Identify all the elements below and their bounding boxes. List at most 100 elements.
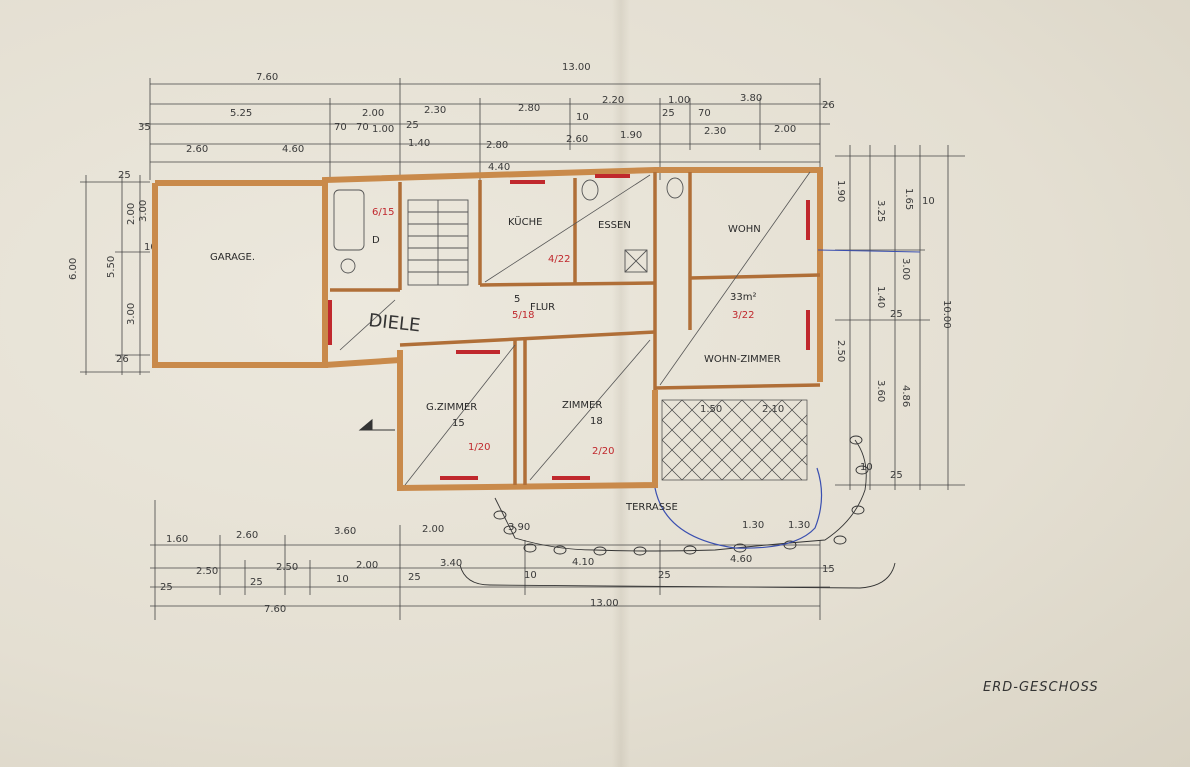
dim-right-2: 3.60 xyxy=(875,380,886,402)
dim-right-small-2: 25 xyxy=(890,309,903,320)
dim-top-r4-5: 1.90 xyxy=(620,130,642,141)
dim-bottom-small-3: 25 xyxy=(408,572,421,583)
dimension-lines-right xyxy=(835,145,965,490)
red-note-kueche: 4/22 xyxy=(548,254,570,265)
room-terrasse-label: TERRASSE xyxy=(625,502,678,513)
dim-top-r4-4: 2.60 xyxy=(566,134,588,145)
red-note-wohn: 3/22 xyxy=(732,310,754,321)
dim-right-3: 4.86 xyxy=(900,385,911,407)
dim-bottom-r2-4: 4.60 xyxy=(730,554,752,565)
dim-top-small-7: 26 xyxy=(822,100,835,111)
room-essen-label: ESSEN xyxy=(598,220,631,231)
dim-top-small-6: 70 xyxy=(698,108,711,119)
dim-top-small-5: 25 xyxy=(662,108,675,119)
window-marks xyxy=(328,174,810,480)
dim-top-r4-6: 2.30 xyxy=(704,126,726,137)
room-bad-label: D xyxy=(372,235,380,246)
dim-left-3: 3.00 xyxy=(138,200,149,222)
room-gzimmer-label: G.ZIMMER xyxy=(426,402,477,413)
dim-left-0: 5.50 xyxy=(106,256,117,278)
dim-bottom-r1-3: 2.00 xyxy=(422,524,444,535)
dim-top-r3-0: 1.00 xyxy=(372,124,394,135)
room-flur-label: FLUR xyxy=(530,302,555,313)
interior-walls xyxy=(330,172,821,485)
dim-top-small-4: 10 xyxy=(576,112,589,123)
dim-top-r4-1: 4.60 xyxy=(282,144,304,155)
dim-top-garage: 7.60 xyxy=(256,72,278,83)
red-note-flur: 5/18 xyxy=(512,310,534,321)
terrace-dim-1: 2.10 xyxy=(762,404,784,415)
dim-left-overall: 6.00 xyxy=(68,258,79,280)
dim-top-r2-2: 2.30 xyxy=(424,105,446,116)
red-note-zimmer: 2/20 xyxy=(592,446,614,457)
dim-top-r4-0: 2.60 xyxy=(186,144,208,155)
dim-right-small-0: 1.65 xyxy=(903,188,914,210)
g-zimmer-area: 15 xyxy=(452,418,465,429)
dim-top-small-0: 35 xyxy=(138,122,151,133)
dim-bottom-small-1: 25 xyxy=(250,577,263,588)
dim-top-r3-1: 2.80 xyxy=(486,140,508,151)
dim-left-small-0: 25 xyxy=(118,170,131,181)
dim-right-6: 2.50 xyxy=(835,340,846,362)
stone-border xyxy=(459,435,896,589)
dim-top-r2-0: 5.25 xyxy=(230,108,252,119)
flur-area: 5 xyxy=(514,294,520,305)
dim-top-r4-3: 4.40 xyxy=(488,162,510,173)
dim-bottom-small-5: 25 xyxy=(658,570,671,581)
dimension-lines-bottom xyxy=(150,500,830,620)
blue-pencil-outline xyxy=(654,467,823,549)
terrace-dim-0: 1.50 xyxy=(700,404,722,415)
dim-top-small-1: 70 xyxy=(334,122,347,133)
zimmer-area: 18 xyxy=(590,416,603,427)
dim-bottom-r1-5: 4.10 xyxy=(572,557,594,568)
dim-bottom-r2-3: 3.40 xyxy=(440,558,462,569)
room-kueche-label: KÜCHE xyxy=(508,215,542,228)
dim-bottom-r1-2: 3.60 xyxy=(334,526,356,537)
red-note-g-zimmer: 1/20 xyxy=(468,442,490,453)
dimension-lines-left xyxy=(80,175,150,375)
dim-bottom-r1-6: 1.30 xyxy=(742,520,764,531)
dimension-lines-top xyxy=(140,78,830,180)
dim-bottom-r1-7: 1.30 xyxy=(788,520,810,531)
dim-right-small-3: 25 xyxy=(890,470,903,481)
dim-bottom-r2-0: 2.50 xyxy=(196,566,218,577)
dim-right-1: 1.40 xyxy=(875,286,886,308)
wohn-area: 33m² xyxy=(730,292,756,303)
bathroom-fixtures xyxy=(333,177,684,274)
dim-bottom-garage: 7.60 xyxy=(264,604,286,615)
exterior-walls xyxy=(152,167,823,492)
sheet-title: ERD-GESCHOSS xyxy=(983,680,1099,695)
room-diele-label: DIELE xyxy=(367,310,421,336)
room-garage-label: GARAGE. xyxy=(210,252,255,263)
level-marker-icon xyxy=(358,418,395,431)
staircase xyxy=(407,199,469,286)
dim-left-small-1: 10 xyxy=(144,242,157,253)
dim-left-1: 2.00 xyxy=(126,203,137,225)
dim-left-small-2: 26 xyxy=(116,354,129,365)
dim-top-r2-4: 2.20 xyxy=(602,95,624,106)
terrace-hatch xyxy=(661,399,808,481)
dim-bottom-small-2: 10 xyxy=(336,574,349,585)
dim-right-4: 1.90 xyxy=(835,180,846,202)
dim-bottom-r1-4: 3.90 xyxy=(508,522,530,533)
dim-bottom-r1-1: 2.60 xyxy=(236,530,258,541)
dim-right-0: 3.25 xyxy=(875,200,886,222)
dim-right-overall: 10.00 xyxy=(941,300,952,329)
dim-bottom-small-0: 25 xyxy=(160,582,173,593)
dim-bottom-r2-1: 2.50 xyxy=(276,562,298,573)
blue-pencil-line xyxy=(817,249,921,253)
dim-bottom-overall: 13.00 xyxy=(590,598,619,609)
room-wohnzimmer-label: WOHN-ZIMMER xyxy=(704,354,781,365)
dim-top-r4-2: 1.40 xyxy=(408,138,430,149)
room-diagonals xyxy=(339,171,811,486)
dim-top-small-3: 25 xyxy=(406,120,419,131)
paper-fold xyxy=(612,0,630,767)
red-note-bad: 6/15 xyxy=(372,207,394,218)
dim-top-r2-1: 2.00 xyxy=(362,108,384,119)
dim-right-small-1: 10 xyxy=(922,196,935,207)
dim-bottom-r2-2: 2.00 xyxy=(356,560,378,571)
room-zimmer-label: ZIMMER xyxy=(562,400,602,411)
dim-right-5: 3.00 xyxy=(900,258,911,280)
